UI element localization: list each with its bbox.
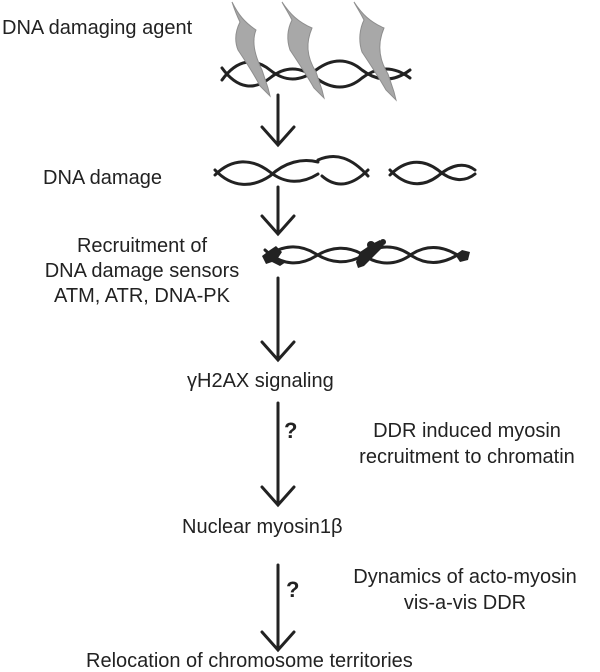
arrow-sensors-to-gamma [260, 276, 296, 363]
label-dna-damaging-agent: DNA damaging agent [2, 17, 193, 39]
arrow-agent-to-damage [260, 93, 296, 148]
label-dna-damage: DNA damage [43, 167, 162, 189]
label-recruitment-line2: DNA damage sensors [44, 260, 240, 282]
damaging-agent-arrows [231, 1, 397, 102]
label-dynamics-line1: Dynamics of acto-myosin [353, 566, 577, 588]
label-nuclear-myosin: Nuclear myosin1β [182, 516, 343, 538]
arrow-gamma-to-myosin [260, 401, 296, 508]
label-relocation: Relocation of chromosome territories [86, 650, 413, 672]
label-gamma-h2ax-signaling: γH2AX signaling [187, 370, 334, 392]
label-recruitment-line3: ATM, ATR, DNA-PK [54, 285, 230, 307]
label-dynamics-line2: vis-a-vis DDR [403, 592, 527, 614]
arrow-damage-to-sensors [260, 185, 296, 237]
label-recruitment-line1: Recruitment of [76, 235, 208, 257]
question-mark-dynamics: ? [286, 577, 300, 602]
question-mark-ddr: ? [284, 418, 298, 443]
label-ddr-line2: recruitment to chromatin [359, 446, 575, 468]
arrow-myosin-to-relocation [260, 563, 296, 653]
label-ddr-line1: DDR induced myosin [373, 420, 561, 442]
sensor-proteins [262, 239, 470, 268]
dna-helix-broken [213, 155, 477, 186]
